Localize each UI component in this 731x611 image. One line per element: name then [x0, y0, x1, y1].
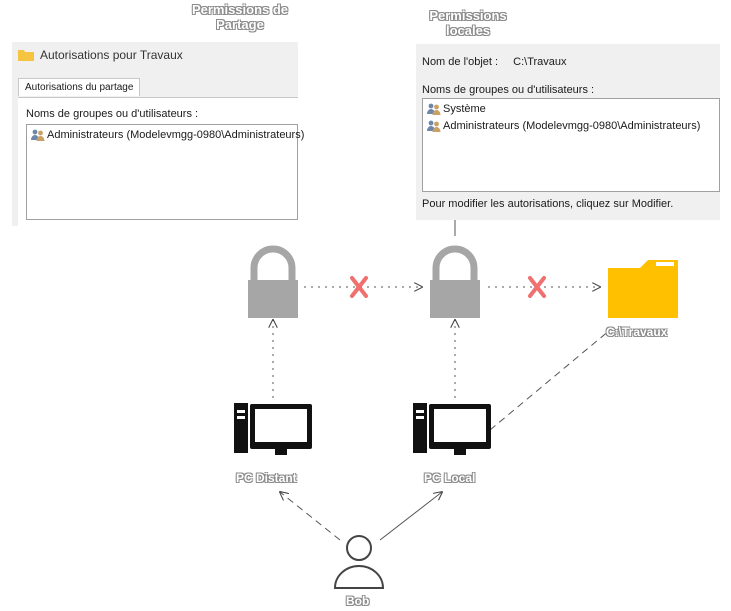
list-item[interactable]: Administrateurs (Modelevmgg-0980\Adminis… [427, 120, 700, 132]
users-icon [31, 129, 45, 141]
pc-local-label: PC Local [424, 471, 476, 485]
tab-share-permissions[interactable]: Autorisations du partage [18, 78, 141, 96]
deny-cross-icon [350, 276, 368, 298]
list-item[interactable]: Administrateurs (Modelevmgg-0980\Adminis… [31, 129, 304, 141]
pc-remote-label: PC Distant [236, 471, 297, 485]
local-permissions-title: Permissions locales [429, 8, 507, 38]
share-groups-label: Noms de groupes ou d'utilisateurs : [26, 108, 199, 120]
folder-label: C:\Travaux [606, 325, 668, 339]
local-groups-list[interactable]: Système Administrateurs (Modelevmgg-0980… [422, 98, 720, 192]
share-window-title: Autorisations pour Travaux [40, 48, 183, 62]
share-window-header: Autorisations pour Travaux [18, 48, 183, 62]
share-tab-panel: Noms de groupes ou d'utilisateurs : Admi… [18, 97, 304, 226]
computer-icon [413, 403, 491, 455]
list-item[interactable]: Système [427, 103, 486, 115]
folder-icon [18, 50, 34, 61]
object-name-value: C:\Travaux [513, 56, 567, 68]
user-label: Bob [346, 594, 370, 608]
users-icon [427, 103, 441, 115]
share-groups-list[interactable]: Administrateurs (Modelevmgg-0980\Adminis… [26, 124, 304, 220]
share-permissions-window: Autorisations pour Travaux Autorisations… [12, 42, 304, 226]
share-permissions-title: Permissions de Partage [191, 2, 289, 32]
object-name-row: Nom de l'objet : C:\Travaux [422, 56, 567, 68]
local-lock-icon [430, 245, 480, 318]
deny-cross-icon [528, 276, 546, 298]
connector-line [379, 492, 442, 541]
local-groups-label: Noms de groupes ou d'utilisateurs : [422, 84, 595, 96]
connector-line [489, 329, 611, 431]
share-lock-icon [248, 245, 298, 318]
connector-line [280, 492, 341, 541]
users-icon [427, 120, 441, 132]
computer-icon [234, 403, 312, 455]
folder-icon [608, 260, 678, 318]
local-permissions-window: Nom de l'objet : C:\Travaux Noms de grou… [416, 44, 720, 220]
user-icon [333, 535, 385, 589]
modify-hint: Pour modifier les autorisations, cliquez… [422, 198, 674, 210]
